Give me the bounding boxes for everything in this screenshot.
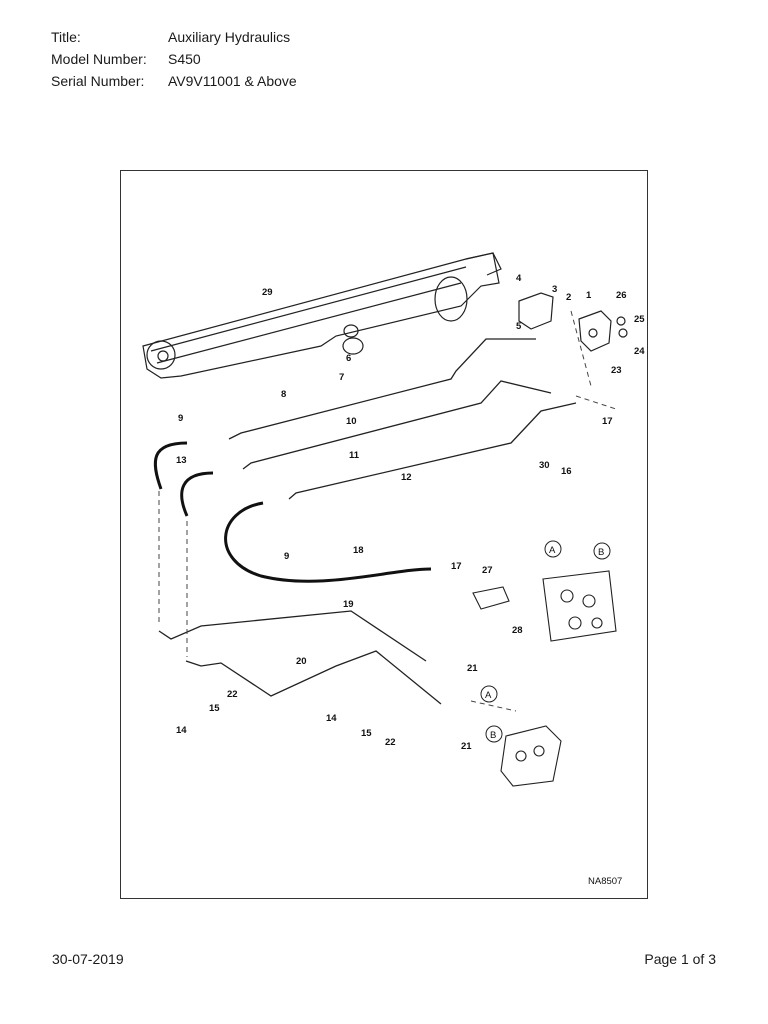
callout-14-right: 14 — [326, 713, 337, 724]
parts-diagram-drawing: A B A B 1 2 3 4 5 6 7 8 9 10 11 12 13 14… — [142, 252, 645, 887]
figure-code: NA8507 — [588, 876, 622, 887]
footer-page-number: Page 1 of 3 — [644, 951, 716, 967]
callout-25: 25 — [634, 314, 645, 325]
callout-20: 20 — [296, 656, 307, 667]
model-value: S450 — [168, 51, 201, 67]
callout-1: 1 — [586, 290, 592, 301]
callout-13: 13 — [176, 455, 187, 466]
serial-value: AV9V11001 & Above — [168, 73, 297, 89]
port-label-b-top: B — [598, 547, 604, 558]
serial-label: Serial Number: — [51, 73, 145, 89]
port-label-text: A B A B — [485, 545, 604, 741]
callout-9-top: 9 — [178, 413, 183, 424]
callout-18: 18 — [353, 545, 364, 556]
callout-23: 23 — [611, 365, 622, 376]
callout-21-bottom: 21 — [461, 741, 472, 752]
dashed-guides — [158, 310, 617, 712]
lift-arm-drawing — [142, 252, 628, 379]
callout-9-bottom: 9 — [284, 551, 289, 562]
callout-24: 24 — [634, 346, 645, 357]
footer-date: 30-07-2019 — [52, 951, 124, 967]
title-value: Auxiliary Hydraulics — [168, 29, 291, 45]
port-label-markers — [480, 540, 611, 743]
parts-diagram: A B A B 1 2 3 4 5 6 7 8 9 10 11 12 13 14… — [120, 170, 648, 899]
callout-30: 30 — [539, 460, 550, 471]
callout-2: 2 — [566, 292, 571, 303]
port-label-b-bottom: B — [490, 730, 496, 741]
callout-7: 7 — [339, 372, 344, 383]
callout-17-top: 17 — [602, 416, 613, 427]
callout-14-left: 14 — [176, 725, 187, 736]
hose-lines — [153, 441, 432, 583]
callout-29: 29 — [262, 287, 273, 298]
serial-row: Serial Number: AV9V11001 & Above — [51, 70, 297, 92]
callout-22-left: 22 — [227, 689, 238, 700]
callout-16: 16 — [561, 466, 572, 477]
callout-19: 19 — [343, 599, 354, 610]
control-valve-drawings — [472, 570, 617, 787]
callout-27: 27 — [482, 565, 493, 576]
callout-17-bottom: 17 — [451, 561, 462, 572]
callout-8: 8 — [281, 389, 286, 400]
callout-labels: 1 2 3 4 5 6 7 8 9 10 11 12 13 14 15 16 1… — [176, 273, 645, 752]
callout-6: 6 — [346, 353, 351, 364]
port-label-a-top: A — [549, 545, 556, 556]
model-label: Model Number: — [51, 51, 147, 67]
callout-15-right: 15 — [361, 728, 372, 739]
document-header: Title: Auxiliary Hydraulics Model Number… — [51, 26, 297, 92]
title-label: Title: — [51, 29, 81, 45]
callout-3: 3 — [552, 284, 557, 295]
model-row: Model Number: S450 — [51, 48, 297, 70]
callout-12: 12 — [401, 472, 412, 483]
callout-11: 11 — [349, 450, 360, 461]
callout-15-left: 15 — [209, 703, 220, 714]
callout-10: 10 — [346, 416, 357, 427]
callout-26: 26 — [616, 290, 627, 301]
callout-21-top: 21 — [467, 663, 478, 674]
title-row: Title: Auxiliary Hydraulics — [51, 26, 297, 48]
port-label-a-bottom: A — [485, 690, 492, 701]
callout-28: 28 — [512, 625, 523, 636]
callout-22-right: 22 — [385, 737, 396, 748]
tube-lines — [158, 338, 577, 705]
callout-4: 4 — [516, 273, 522, 284]
callout-5: 5 — [516, 321, 522, 332]
